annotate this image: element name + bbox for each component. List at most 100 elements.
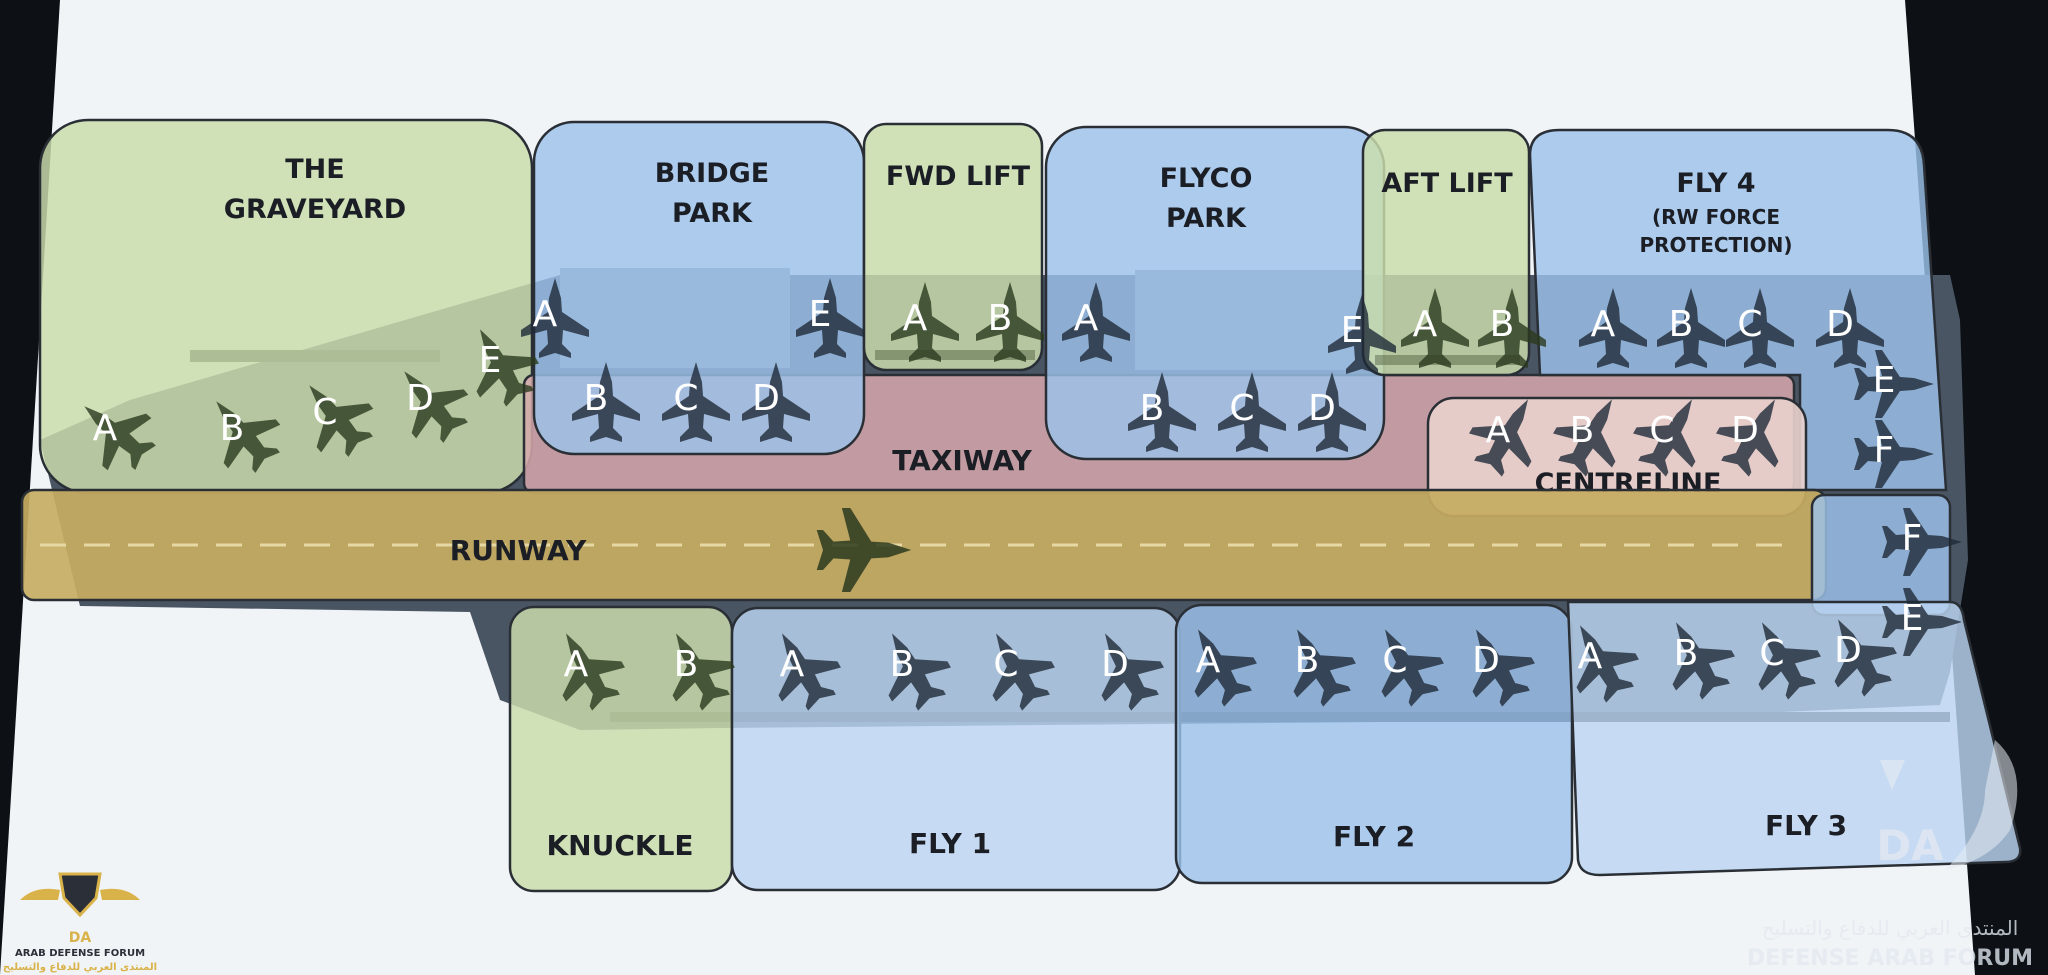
aft-runout xyxy=(1810,493,1952,617)
graveyard-spot-d: D xyxy=(406,378,434,419)
flyco-park-spot-e: E xyxy=(1341,310,1364,351)
right-watermark-logo: DA xyxy=(1876,821,1944,870)
centreline-aircraft-b-icon xyxy=(1553,399,1616,477)
bridge-park-aircraft-e-icon xyxy=(796,278,864,358)
flyco-park-aircraft-d-icon xyxy=(1298,372,1366,452)
zone-runway: RUNWAY xyxy=(20,488,1828,602)
landing-aircraft-icon xyxy=(816,508,912,592)
fly4-spot-d: D xyxy=(1826,304,1854,345)
fly1-title: FLY 1 xyxy=(909,827,991,860)
fwd-lift-spot-a: A xyxy=(903,298,928,339)
flyco-park-spot-c: C xyxy=(1229,388,1254,429)
flyco-park-spot-d: D xyxy=(1308,388,1336,429)
fly1-aircraft-d-icon xyxy=(1101,633,1164,711)
centreline-aircraft-d-icon xyxy=(1716,399,1779,477)
fly4-title: FLY 4 xyxy=(1676,168,1755,199)
fly4-spot-f: F xyxy=(1874,430,1895,471)
fly1-aircraft-a-icon xyxy=(778,633,841,711)
fly2-aircraft-c-icon xyxy=(1381,629,1444,707)
graveyard-title-line2: GRAVEYARD xyxy=(224,194,406,225)
knuckle-spot-a: A xyxy=(564,644,589,685)
graveyard-spot-a: A xyxy=(93,408,118,449)
flyco-park-spot-b: B xyxy=(1140,388,1165,429)
left-watermark-line1: ARAB DEFENSE FORUM xyxy=(15,948,145,959)
zone-bridge-park: BRIDGE PARK xyxy=(532,120,866,456)
fly3-spot-d: D xyxy=(1834,630,1862,671)
fly1-spot-b: B xyxy=(890,644,915,685)
knuckle-title: KNUCKLE xyxy=(546,829,693,862)
fly1-aircraft-b-icon xyxy=(888,633,951,711)
zone-fly3: FLY 3 xyxy=(1566,600,2022,877)
left-watermark: DA ARAB DEFENSE FORUM المنتدى العربي للد… xyxy=(3,872,157,973)
flyco-park-title-line2: PARK xyxy=(1166,203,1247,234)
flyco-park-spot-a: A xyxy=(1074,298,1099,339)
fly4-spot-a: A xyxy=(1591,304,1616,345)
fly3-aircraft-b-icon xyxy=(1672,622,1735,700)
graveyard-aircraft-c-icon xyxy=(309,385,374,457)
fly3-title: FLY 3 xyxy=(1765,809,1847,842)
fwd-lift-aircraft-a-icon xyxy=(891,282,959,362)
fly2-spot-c: C xyxy=(1382,640,1407,681)
flyco-park-title-line1: FLYCO xyxy=(1160,163,1253,194)
fly2-aircraft-a-icon xyxy=(1194,629,1257,707)
zone-fly4: FLY 4 (RW FORCE PROTECTION) xyxy=(1528,128,1948,492)
zone-knuckle: KNUCKLE xyxy=(508,605,734,893)
aft-lift-aircraft-a-icon xyxy=(1401,288,1469,368)
fwd-lift-title: FWD LIFT xyxy=(886,161,1031,192)
bridge-park-aircraft-b-icon xyxy=(572,362,640,442)
bridge-park-aircraft-d-icon xyxy=(742,362,810,442)
centreline-spot-a: A xyxy=(1486,410,1511,451)
fly2-aircraft-d-icon xyxy=(1472,629,1535,707)
bridge-park-aircraft-c-icon xyxy=(662,362,730,442)
zone-graveyard: THE GRAVEYARD xyxy=(38,118,534,495)
fly3-aircraft-d-icon xyxy=(1834,619,1897,697)
fly4-aircraft-c-icon xyxy=(1726,288,1794,368)
fly3-spot-f: F xyxy=(1902,518,1923,559)
watermark-wing-icon xyxy=(1945,740,2018,870)
fly3-spot-c: C xyxy=(1759,633,1784,674)
zone-fly2: FLY 2 xyxy=(1174,603,1574,885)
fly3-aircraft-c-icon xyxy=(1758,622,1821,700)
centreline-aircraft-a-icon xyxy=(1469,399,1532,477)
runway-title: RUNWAY xyxy=(450,534,587,567)
graveyard-spot-e: E xyxy=(479,340,502,381)
knuckle-aircraft-b-icon xyxy=(672,633,735,711)
fly4-spot-b: B xyxy=(1669,304,1694,345)
fwd-lift-spot-b: B xyxy=(988,298,1013,339)
fly3-spot-e: E xyxy=(1901,598,1924,639)
fly1-spot-a: A xyxy=(780,644,805,685)
fly4-aircraft-a-icon xyxy=(1579,288,1647,368)
flyco-park-aircraft-e-icon xyxy=(1328,294,1396,374)
centreline-spot-b: B xyxy=(1570,410,1595,451)
watermark-shield-icon xyxy=(58,872,102,918)
fly2-spot-d: D xyxy=(1472,640,1500,681)
fly4-subtitle-line1: (RW FORCE xyxy=(1652,205,1780,229)
zone-fwd-lift: FWD LIFT xyxy=(862,122,1044,372)
flyco-park-aircraft-b-icon xyxy=(1128,372,1196,452)
right-watermark-line2: DEFENSE ARAB FORUM xyxy=(1747,946,2033,971)
right-watermark-line1: المنتدى العربي للدفاع والتسليح xyxy=(1762,916,2019,941)
centreline-spot-d: D xyxy=(1731,410,1759,451)
flyco-park-aircraft-c-icon xyxy=(1218,372,1286,452)
watermark-wing-right-icon xyxy=(100,888,140,900)
watermark-arrow-icon xyxy=(1880,760,1905,790)
knuckle-aircraft-a-icon xyxy=(562,633,625,711)
fly4-spot-e: E xyxy=(1873,360,1896,401)
fly4-aircraft-d-icon xyxy=(1816,288,1884,368)
aft-lift-aircraft-b-icon xyxy=(1478,288,1546,368)
fly2-spot-b: B xyxy=(1295,640,1320,681)
aircraft-layer xyxy=(84,278,1962,711)
fly3-aircraft-f-icon xyxy=(1882,508,1962,576)
fly3-aircraft-a-icon xyxy=(1576,625,1639,703)
fly1-spot-c: C xyxy=(993,644,1018,685)
fly4-aircraft-f-icon xyxy=(1854,420,1934,488)
knuckle-spot-b: B xyxy=(674,644,699,685)
bridge-park-aircraft-a-icon xyxy=(521,278,589,358)
zone-flyco-park: FLYCO PARK xyxy=(1044,125,1386,461)
fly4-aircraft-b-icon xyxy=(1657,288,1725,368)
graveyard-aircraft-a-icon xyxy=(84,406,156,471)
bridge-park-spot-d: D xyxy=(752,378,780,419)
bridge-park-title-line1: BRIDGE xyxy=(655,158,769,189)
